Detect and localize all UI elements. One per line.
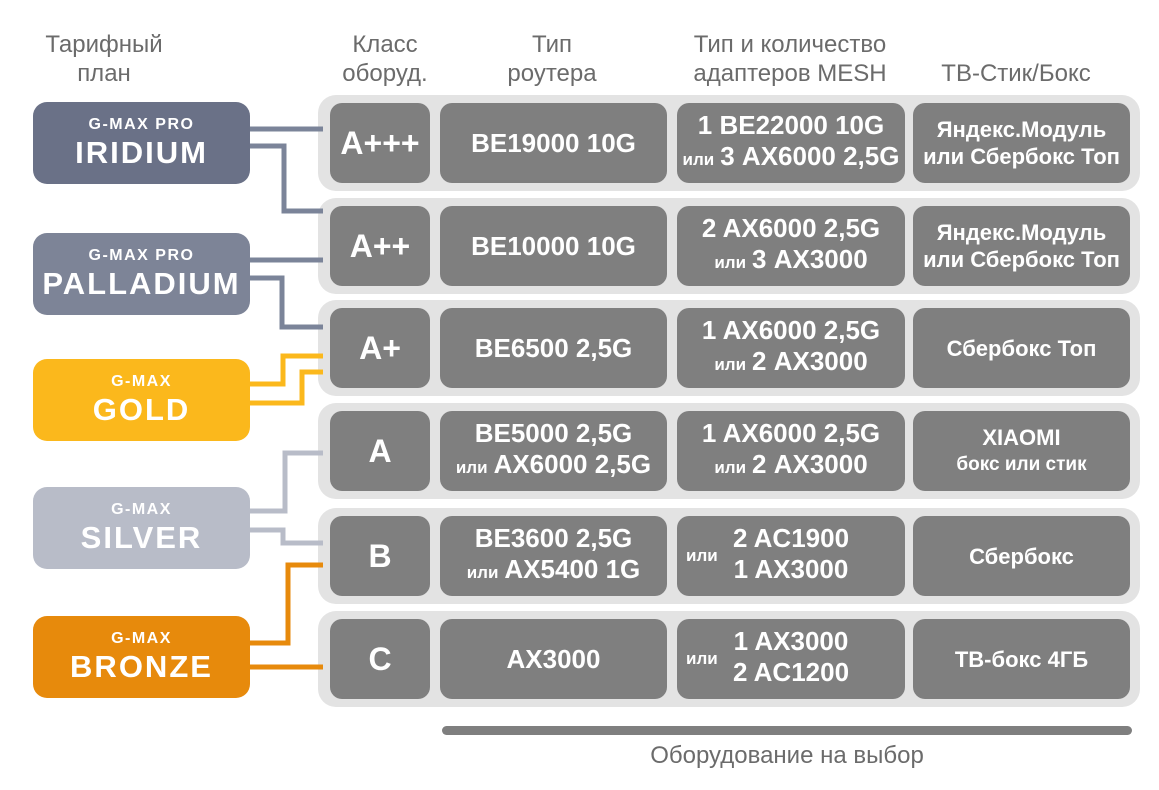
tariff-brand: G-MAX PRO [88,116,195,133]
tv-cell: ТВ-бокс 4ГБ [913,619,1130,699]
tariff-box-palladium: G-MAX PRO PALLADIUM [33,233,250,315]
header-router-type: Тип роутера [507,31,597,87]
tariff-name: SILVER [80,520,203,555]
header-equipment-class: Класс оборуд. [342,31,428,87]
tv-cell: Сбербокс Топ [913,308,1130,388]
tariff-brand: G-MAX PRO [88,247,195,264]
tariff-brand: G-MAX [111,373,172,390]
tariff-box-silver: G-MAX SILVER [33,487,250,569]
router-cell: BE6500 2,5G [440,308,667,388]
tariff-box-iridium: G-MAX PRO IRIDIUM [33,102,250,184]
tariff-brand: G-MAX [111,630,172,647]
tv-cell: Сбербокс [913,516,1130,596]
tariff-name: GOLD [92,392,191,427]
header-mesh-adapters: Тип и количество адаптеров MESH [693,31,887,87]
tariff-name: PALLADIUM [42,266,241,301]
router-cell: BE19000 10G [440,103,667,183]
tariff-brand: G-MAX [111,501,172,518]
class-cell: A++ [330,206,430,286]
header-tariff-plan: Тарифный план [45,31,163,87]
class-cell: A+ [330,308,430,388]
footer-underline-bar [442,726,1132,735]
tariff-name: IRIDIUM [75,135,208,170]
tariff-box-bronze: G-MAX BRONZE [33,616,250,698]
class-cell: A [330,411,430,491]
class-cell: C [330,619,430,699]
header-tv-stick-box: ТВ-Стик/Бокс [941,60,1091,87]
tariff-name: BRONZE [70,649,213,684]
tariff-box-gold: G-MAX GOLD [33,359,250,441]
footer-label: Оборудование на выбор [650,742,924,769]
router-cell: BE10000 10G [440,206,667,286]
class-cell: B [330,516,430,596]
class-cell: A+++ [330,103,430,183]
router-cell: AX3000 [440,619,667,699]
